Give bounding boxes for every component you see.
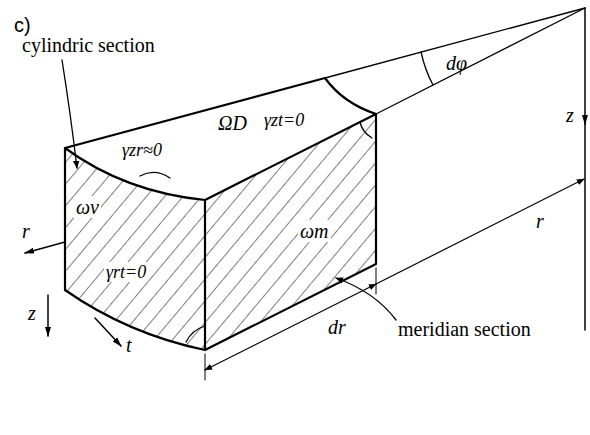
z-axis: [584, 8, 586, 124]
figure-letter: c): [14, 15, 31, 35]
axis-label-holder: t: [126, 334, 132, 357]
axis-label-holder: r: [22, 220, 30, 243]
strain-label-holder: γzr≈0: [122, 140, 162, 161]
axis-label-holder: z: [566, 104, 574, 127]
ray-line: [376, 8, 585, 114]
top-face: [65, 78, 376, 200]
leader-line: [336, 278, 396, 320]
angle-label-holder: dφ: [446, 52, 467, 75]
axis-label: z: [566, 105, 574, 125]
section-name: meridian section: [398, 319, 531, 339]
extension-line: [376, 268, 377, 294]
face-symbol-holder: ΩD: [218, 112, 247, 135]
face-symbol-holder: ωv: [74, 196, 101, 219]
section-name: cylindric section: [22, 35, 155, 55]
face-symbol: ωv: [74, 196, 101, 218]
r-dimension: [376, 179, 584, 284]
strain-label-holder: γrt=0: [104, 262, 148, 283]
face-symbol: ΩD: [218, 113, 247, 133]
angle-mark: [186, 326, 205, 342]
axis-label: z: [28, 303, 36, 323]
cylindric-face: [65, 148, 205, 350]
axis-label: t: [126, 335, 132, 355]
axis-label-holder: z: [28, 302, 36, 325]
angle-mark: [360, 122, 372, 138]
dimension-label: r: [536, 211, 544, 231]
strain-label-holder: γzt=0: [264, 110, 304, 131]
angle-label: dφ: [446, 53, 467, 73]
leader-line: [62, 60, 77, 168]
dimension-label: dr: [328, 317, 346, 337]
meridian-face: [205, 114, 376, 350]
dr-dimension: [205, 284, 376, 370]
figure-letter-holder: c): [14, 14, 31, 37]
z-axis-arrow: [47, 295, 49, 336]
dimension-label-holder: dr: [328, 316, 346, 339]
extension-line: [205, 354, 206, 380]
face-symbol-holder: ωm: [298, 220, 331, 243]
strain-label: γzt=0: [264, 111, 304, 129]
ray-line: [325, 8, 585, 78]
strain-label: γrt=0: [104, 262, 148, 282]
r-axis-arrow: [25, 242, 65, 253]
section-name-holder: cylindric section: [22, 34, 155, 57]
angle-mark: [140, 172, 170, 178]
section-name-holder: meridian section: [398, 318, 531, 341]
strain-label: γzr≈0: [122, 141, 162, 159]
dimension-label-holder: r: [536, 210, 544, 233]
t-axis-arrow: [95, 318, 121, 346]
face-symbol: ωm: [298, 220, 331, 242]
axis-label: r: [22, 221, 30, 241]
angle-arc: [421, 52, 433, 85]
z-axis: [584, 124, 586, 330]
